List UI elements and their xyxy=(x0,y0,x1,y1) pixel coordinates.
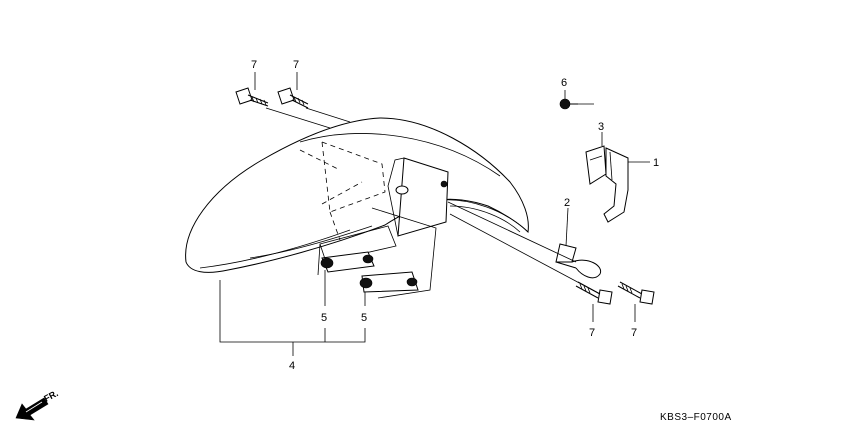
callout-clamp: 2 xyxy=(564,197,570,209)
front-direction-indicator: FR. xyxy=(15,388,60,421)
stay-b xyxy=(359,271,419,293)
front-fender xyxy=(185,117,529,273)
front-arrow-icon xyxy=(15,397,49,421)
diagram-code: KBS3–F0700A xyxy=(660,412,732,423)
callout-bracket: 1 xyxy=(653,157,659,169)
stay-a xyxy=(320,251,375,273)
bolt-bottom-left xyxy=(575,281,613,305)
callout-stay-a: 5 xyxy=(321,312,327,324)
front-direction-label: FR. xyxy=(42,388,59,404)
callout-bolt-bottom-right: 7 xyxy=(631,327,637,339)
bolt-top-left xyxy=(235,87,269,107)
bracket xyxy=(603,147,629,223)
fender-stay-plate xyxy=(317,157,449,299)
callout-labels: 7 7 6 3 1 2 5 5 7 7 4 xyxy=(251,59,659,372)
leader-lines xyxy=(219,72,650,356)
callout-clip: 3 xyxy=(598,121,604,133)
screw xyxy=(559,98,578,110)
clip xyxy=(585,145,607,185)
callout-stay-b: 5 xyxy=(361,312,367,324)
explode-lines xyxy=(265,103,601,295)
callout-front-fender: 4 xyxy=(289,360,295,372)
callout-bolt-bottom-left: 7 xyxy=(589,327,595,339)
bolt-bottom-right xyxy=(617,281,655,305)
callout-screw: 6 xyxy=(561,77,567,89)
callout-bolt-top-right: 7 xyxy=(293,59,299,71)
callout-bolt-top-left: 7 xyxy=(251,59,257,71)
bolt-top-right xyxy=(277,87,309,109)
clamp xyxy=(555,243,602,279)
